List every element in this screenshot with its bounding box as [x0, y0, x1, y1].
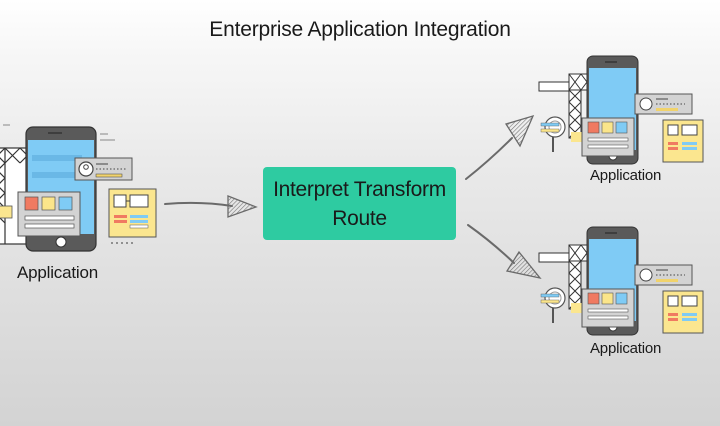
- diagram-title: Enterprise Application Integration: [209, 18, 511, 41]
- arrow-center-to-target-bottom: [467, 224, 542, 280]
- process-label-line1: Interpret Transform: [273, 177, 446, 201]
- arrowhead-icon: [505, 250, 542, 280]
- arrow-center-to-target-top: [465, 114, 535, 180]
- process-label-line2: Route: [332, 206, 387, 230]
- arrowhead-icon: [227, 195, 258, 218]
- application-illustration-icon: [0, 124, 157, 252]
- application-target-bottom: Application: [525, 223, 720, 363]
- application-label: Application: [590, 167, 662, 184]
- application-illustration-icon: [538, 55, 704, 165]
- arrowhead-icon: [504, 114, 535, 148]
- arrow-source-to-center: [164, 195, 258, 218]
- application-label: Application: [590, 340, 662, 357]
- application-illustration-icon: [538, 226, 704, 336]
- application-source: Application: [0, 120, 170, 290]
- application-label: Application: [17, 263, 98, 282]
- integration-process-box: Interpret Transform Route: [263, 167, 456, 240]
- application-target-top: Application: [525, 52, 720, 192]
